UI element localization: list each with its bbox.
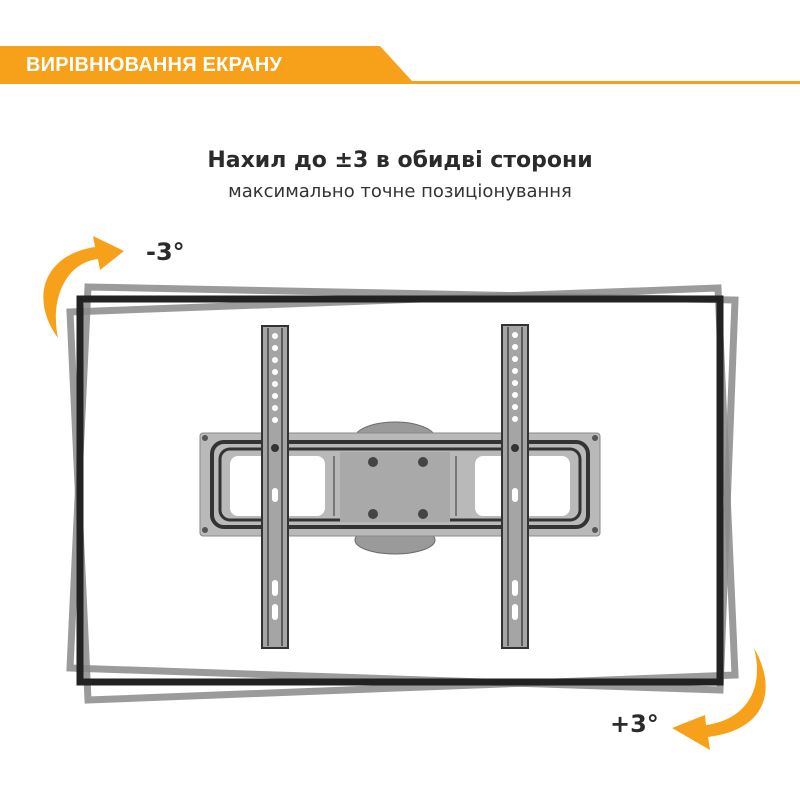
rotate-ccw-arrow-icon xyxy=(43,236,124,338)
wall-mount-bracket xyxy=(199,324,601,649)
banner-title: ВИРІВНЮВАННЯ ЕКРАНУ xyxy=(26,54,283,76)
rotate-cw-arrow-icon xyxy=(672,648,766,750)
feature-subtitle: максимально точне позиціонування xyxy=(228,181,572,202)
section-banner: ВИРІВНЮВАННЯ ЕКРАНУ xyxy=(0,46,800,86)
level-screen-frame xyxy=(76,295,724,686)
feature-title: Нахил до ±3 в обидві сторони xyxy=(207,148,593,173)
tilt-plus-label: +3° xyxy=(610,710,659,738)
tilt-minus-label: -3° xyxy=(146,238,185,266)
banner-shape xyxy=(0,46,800,84)
